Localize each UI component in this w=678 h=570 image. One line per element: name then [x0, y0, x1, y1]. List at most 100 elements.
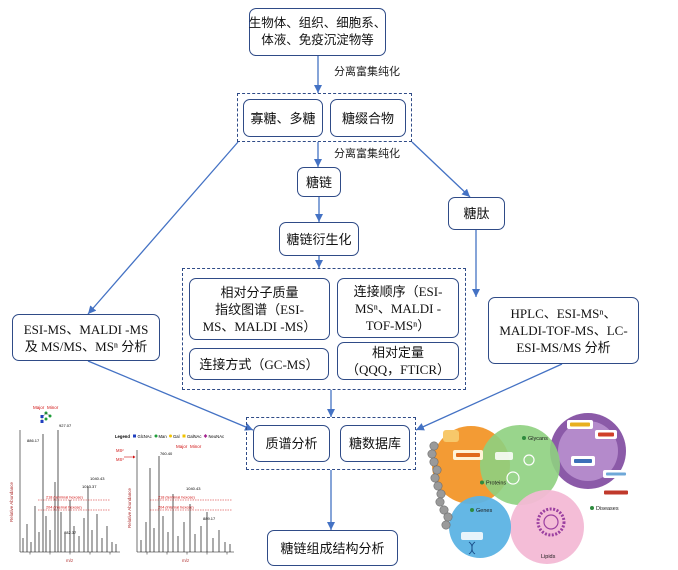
mass-fingerprint-box: 相对分子质量 指纹图谱（ESI- MS、MALDI -MS）: [189, 278, 330, 340]
diseases-label: Diseases: [596, 506, 619, 512]
glycan-label: 糖链: [305, 174, 332, 190]
lipid-ring-inner-icon: [543, 514, 559, 530]
protein-chain-icon: [427, 441, 453, 530]
derivatization-label: 糖链衍生化: [286, 231, 352, 247]
peak-label: 886.17: [27, 438, 40, 443]
terminal-loss-label: 218 (terminal hexose): [158, 496, 195, 500]
protein-bead: [433, 481, 443, 491]
mass-fingerprint-line-1: 相对分子质量: [220, 284, 299, 300]
right-analysis-box: HPLC、ESI-MSⁿ、 MALDI-TOF-MS、LC- ESI-MS/MS…: [488, 297, 639, 364]
left-spectrum-peaks: [22, 430, 117, 552]
man-circle-icon: [154, 434, 158, 438]
peak-label: 1040.43: [186, 486, 201, 491]
lipids-label: Lipids: [541, 554, 556, 560]
gal-circle-icon: [169, 434, 172, 438]
linkage-sequence-line-2: MSⁿ、MALDI -: [354, 300, 442, 316]
glycopeptide-label: 糖肽: [463, 206, 490, 221]
left-x-axis-label: m/z: [66, 558, 74, 563]
left-y-axis-label: Relative Abundance: [9, 481, 14, 522]
left-analysis-box: ESI-MS、MALDI -MS 及 MS/MS、MSⁿ 分析: [12, 314, 160, 361]
protein-bead: [439, 505, 449, 515]
genes-label: Genes: [476, 508, 492, 514]
ms-panel-left: Major Minor 927.07 886.17 1040.43 1013.3…: [9, 405, 120, 563]
derivatization-box: 糖链衍生化: [279, 222, 359, 256]
minor-label: Minor: [190, 444, 202, 449]
quantification-line-2: （QQQ，FTICR）: [345, 362, 450, 377]
database-logo: [443, 430, 459, 442]
right-analysis-line-1: HPLC、ESI-MSⁿ、: [510, 306, 617, 321]
ms3-label: MS³: [116, 457, 124, 462]
protein-bead: [430, 473, 440, 483]
legend-label: GlcNAc: [138, 434, 152, 439]
left-analysis-line-2: 及 MS/MS、MSⁿ 分析: [24, 338, 148, 354]
major-label: Major: [176, 444, 188, 449]
source-line-1: 生物体、组织、细胞系、: [248, 16, 387, 30]
linkage-mode-box: 连接方式（GC-MS）: [189, 348, 329, 380]
mass-fingerprint-line-3: MS、MALDI -MS）: [202, 318, 317, 334]
peak-label: 1013.37: [82, 484, 97, 489]
legend-label: Gal: [173, 434, 180, 439]
ms-analysis-box: 质谱分析: [253, 425, 330, 462]
blue-circle: [449, 496, 511, 558]
glycoconjugate-label: 糖缀合物: [341, 110, 394, 126]
database-logo: [606, 472, 626, 476]
source-box: 生物体、组织、细胞系、 体液、免疫沉淀物等: [249, 8, 386, 56]
arrow-right-analysis-to-analysis: [415, 363, 563, 431]
minor-label: Minor: [47, 405, 59, 410]
quantification-line-1: 相对定量: [371, 345, 424, 360]
neunac-diamond-icon: [203, 434, 208, 438]
ms2-label: MS²: [116, 448, 124, 453]
galnac-square-icon: [182, 434, 186, 438]
right-analysis-line-3: ESI-MS/MS 分析: [516, 340, 611, 355]
protein-bead: [429, 457, 439, 467]
database-logo: [574, 459, 592, 463]
peak-label: 1040.43: [90, 476, 105, 481]
glycoconjugate-box: 糖缀合物: [330, 99, 406, 137]
glycan-legend: Legend GlcNAc Man Gal GalNAc NeuNAc: [115, 434, 224, 439]
result-label: 糖链组成结构分析: [280, 540, 385, 556]
linkage-sequence-box: 连接顺序（ESI- MSⁿ、MALDI - TOF-MSⁿ）: [337, 278, 459, 338]
glycans-label: Glycans: [528, 436, 548, 442]
terminal-loss-label: 218 (terminal hexose): [46, 496, 83, 500]
right-analysis-line-2: MALDI-TOF-MS、LC-: [499, 323, 628, 338]
mass-fingerprint-line-2: 指纹图谱（ESI-: [215, 301, 304, 317]
proteins-label: Proteins: [486, 481, 506, 487]
glycan-database-panel: Proteins Glycans Genes Lipids Diseases: [427, 413, 631, 564]
quantification-box: 相对定量 （QQQ，FTICR）: [337, 342, 459, 380]
database-logo: [456, 453, 480, 457]
left-x-ticks: [29, 552, 111, 555]
glyco-database-box: 糖数据库: [340, 425, 410, 462]
database-logo: [570, 422, 590, 427]
major-label: Major: [33, 405, 45, 410]
green-circle: [480, 425, 560, 505]
right-y-axis-label: Relative Abundance: [127, 487, 132, 528]
source-line-2: 体液、免疫沉淀物等: [261, 33, 374, 47]
arrow-left-analysis-to-analysis: [87, 360, 254, 431]
ms-panel-right: MS² MS³ Major Minor 760.40 1040.43 889.1…: [116, 444, 234, 563]
peak-label: 889.17: [203, 516, 216, 521]
database-logo: [598, 432, 614, 437]
peak-label: 760.40: [160, 451, 173, 456]
arrow-extracts-to-glycopeptide: [411, 141, 471, 198]
separation-label-1: 分离富集纯化: [334, 66, 400, 78]
glycan-structure-icon: [40, 411, 52, 423]
analysis-group: [246, 417, 416, 470]
ms3-arrowhead-icon: [133, 455, 136, 459]
linkage-sequence-line-1: 连接顺序（ESI-: [353, 283, 443, 299]
legend-label: Man: [159, 434, 168, 439]
right-x-axis-label: m/z: [182, 558, 190, 563]
linkage-mode-label: 连接方式（GC-MS）: [199, 356, 319, 372]
gear-icon: [470, 508, 474, 512]
legend-label: GalNAc: [187, 434, 201, 439]
gear-icon: [522, 436, 526, 440]
legend-label: NeuNAc: [209, 434, 225, 439]
internal-loss-label: 204 (internal hexose): [46, 506, 82, 510]
peak-label: 882.37: [64, 530, 77, 535]
glycopeptide-box: 糖肽: [448, 197, 505, 230]
database-logo: [495, 452, 513, 460]
database-logo: [604, 490, 628, 495]
glycan-box: 糖链: [297, 167, 341, 197]
oligo-poly-box: 寡糖、多糖: [243, 99, 323, 137]
left-analysis-line-1: ESI-MS、MALDI -MS: [23, 321, 149, 337]
